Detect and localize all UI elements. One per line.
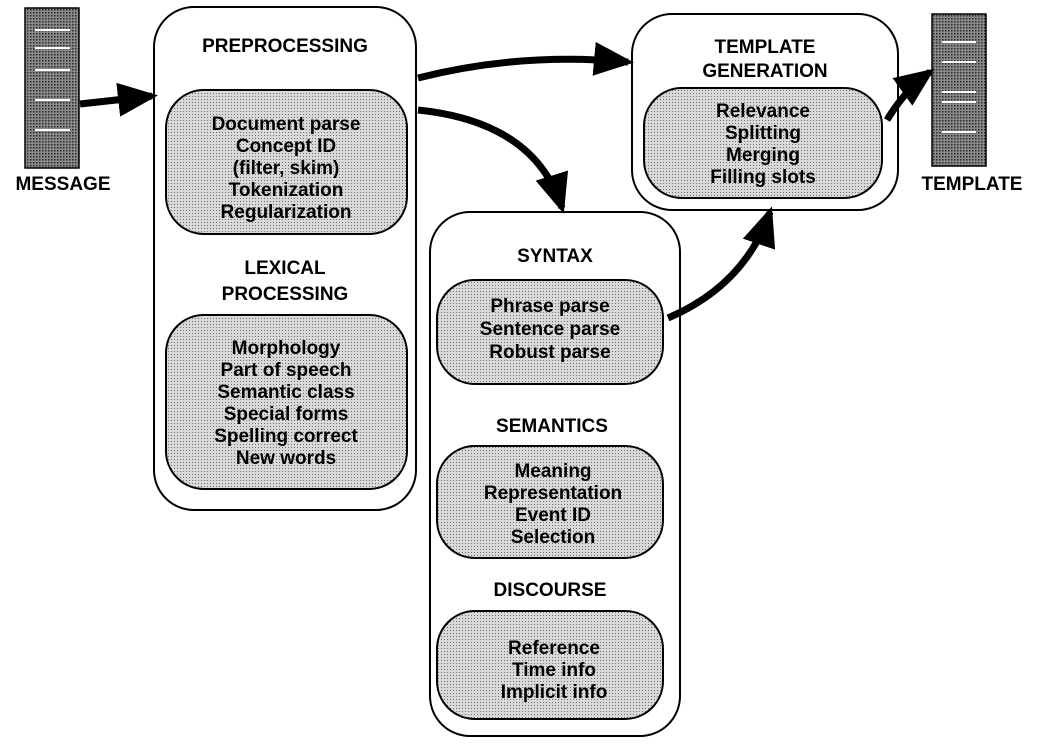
discourse-item: Implicit info [501, 682, 608, 703]
preprocessing-steps-box [165, 89, 408, 235]
lexical-item: Part of speech [221, 360, 352, 381]
discourse-item: Reference [508, 638, 600, 659]
lexical-steps-box [165, 314, 408, 490]
template-generation-steps-box [643, 87, 883, 199]
semantics-item: Representation [484, 483, 622, 504]
preprocessing-item: Document parse [212, 114, 361, 135]
lexical-item: Morphology [232, 338, 341, 359]
message-document-icon [24, 7, 80, 169]
template-generation-item: Splitting [725, 123, 801, 144]
template-label: TEMPLATE [922, 174, 1023, 195]
template-document-icon [931, 13, 987, 167]
arrow-preprocessing-to-syntax [417, 106, 569, 214]
message-label: MESSAGE [15, 174, 110, 195]
preprocessing-item: Regularization [221, 202, 352, 223]
semantics-steps-box [436, 445, 664, 559]
template-generation-item: Filling slots [710, 167, 816, 188]
lexical-title: LEXICAL [244, 258, 326, 279]
template-generation-title: TEMPLATE [715, 37, 816, 58]
lexical-item: Spelling correct [214, 426, 358, 447]
discourse-item: Time info [512, 660, 596, 681]
semantics-item: Selection [511, 527, 595, 548]
template-generation-item: Relevance [716, 101, 810, 122]
discourse-title: DISCOURSE [494, 580, 607, 601]
arrow-template-generation-to-template [883, 68, 935, 122]
semantics-item: Event ID [515, 505, 591, 526]
arrow-preprocessing-to-template-generation [417, 41, 634, 82]
template-generation-title: GENERATION [702, 61, 827, 82]
semantics-title: SEMANTICS [496, 416, 608, 437]
preprocessing-item: (filter, skim) [233, 158, 340, 179]
preprocessing-item: Concept ID [236, 136, 336, 157]
lexical-title: PROCESSING [222, 284, 349, 305]
arrow-syntax-to-template-generation [666, 206, 776, 322]
lexical-item: New words [236, 448, 336, 469]
syntax-item: Robust parse [489, 342, 610, 363]
preprocessing-item: Tokenization [229, 180, 344, 201]
syntax-item: Phrase parse [490, 296, 609, 317]
arrow-message-to-preprocessing [79, 82, 158, 117]
syntax-item: Sentence parse [480, 319, 620, 340]
syntax-title: SYNTAX [517, 246, 593, 267]
template-generation-item: Merging [726, 145, 800, 166]
lexical-item: Semantic class [217, 382, 354, 403]
semantics-item: Meaning [514, 461, 591, 482]
syntax-steps-box [436, 279, 664, 385]
preprocessing-title: PREPROCESSING [202, 36, 368, 57]
discourse-steps-box [436, 610, 664, 720]
lexical-item: Special forms [224, 404, 349, 425]
